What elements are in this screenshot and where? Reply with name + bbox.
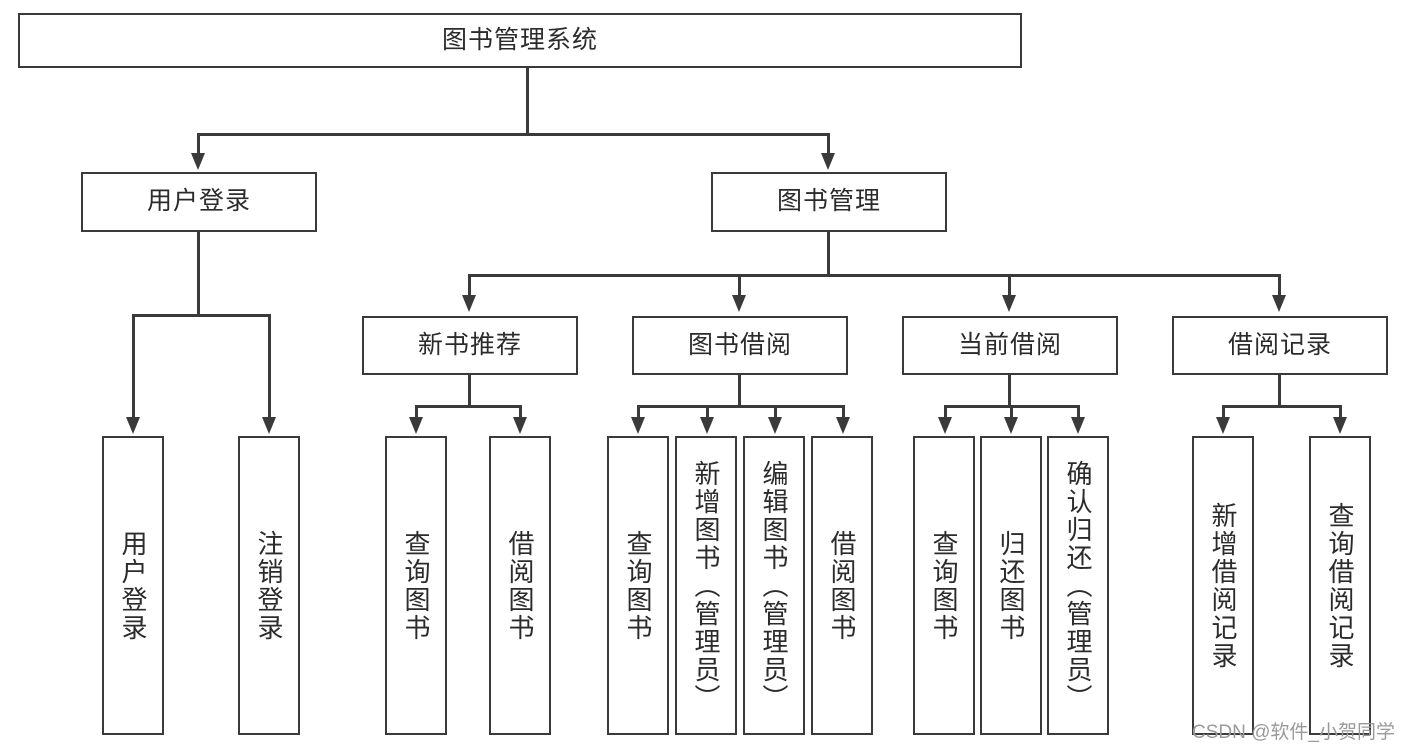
- connector-user-login-drop-1: [132, 314, 135, 418]
- arrowhead-book-borrow: [732, 295, 746, 312]
- node-book-borrow[interactable]: 图书借阅: [632, 316, 848, 375]
- node-label: 用户登录: [146, 187, 251, 216]
- node-label: 查询图书: [401, 529, 432, 642]
- connector-bm-drop-4: [1278, 274, 1281, 296]
- arrowhead-leaf-borrow-book-2: [836, 417, 850, 434]
- arrowhead-leaf-query-book-2: [631, 417, 645, 434]
- arrowhead-leaf-edit-book: [768, 417, 782, 434]
- arrowhead-to-book-management: [821, 153, 835, 170]
- connector-nbr-drop-1: [415, 405, 418, 418]
- connector-book-management-stem: [827, 232, 830, 276]
- connector-bb-bus: [637, 405, 843, 408]
- node-label: 查询借阅记录: [1325, 501, 1356, 670]
- node-label: 新增图书（管理员）: [691, 459, 722, 712]
- node-label: 借阅图书: [505, 529, 536, 642]
- connector-bb-drop-4: [842, 405, 845, 418]
- connector-root-stem: [526, 68, 529, 134]
- connector-bm-drop-3: [1008, 274, 1011, 296]
- arrowhead-new-book-recommend: [462, 295, 476, 312]
- node-label: 查询图书: [929, 529, 960, 642]
- connector-to-book-management: [827, 133, 830, 155]
- arrowhead-leaf-user-login: [126, 417, 140, 434]
- arrowhead-leaf-add-book: [700, 417, 714, 434]
- connector-cb-stem: [1008, 375, 1011, 407]
- node-label: 图书借阅: [687, 330, 792, 359]
- node-label: 查询图书: [623, 529, 654, 642]
- node-new-book-recommend[interactable]: 新书推荐: [362, 316, 578, 375]
- leaf-add-record[interactable]: 新增借阅记录: [1192, 436, 1254, 735]
- leaf-query-book-2[interactable]: 查询图书: [607, 436, 669, 735]
- node-label: 编辑图书（管理员）: [759, 459, 790, 712]
- arrowhead-to-user-login: [191, 153, 205, 170]
- connector-book-management-bus: [468, 274, 1280, 277]
- node-label: 图书管理系统: [441, 25, 598, 54]
- connector-br-bus: [1222, 405, 1340, 408]
- arrowhead-borrow-record: [1272, 295, 1286, 312]
- connector-cb-drop-1: [944, 405, 947, 418]
- connector-bb-drop-3: [774, 405, 777, 418]
- node-label: 当前借阅: [957, 330, 1062, 359]
- connector-user-login-bus: [132, 314, 270, 317]
- node-current-borrow[interactable]: 当前借阅: [902, 316, 1118, 375]
- node-label: 归还图书: [996, 529, 1027, 642]
- leaf-add-book[interactable]: 新增图书（管理员）: [675, 436, 737, 735]
- leaf-query-book-1[interactable]: 查询图书: [385, 436, 447, 735]
- arrowhead-leaf-add-record: [1216, 417, 1230, 434]
- connector-br-stem: [1278, 375, 1281, 407]
- arrowhead-leaf-user-logout: [262, 417, 276, 434]
- csdn-watermark: CSDN @软件_小贺同学: [1192, 722, 1395, 743]
- leaf-edit-book[interactable]: 编辑图书（管理员）: [743, 436, 805, 735]
- connector-br-drop-1: [1222, 405, 1225, 418]
- leaf-query-record[interactable]: 查询借阅记录: [1309, 436, 1371, 735]
- node-user-login[interactable]: 用户登录: [81, 172, 317, 232]
- leaf-return-book[interactable]: 归还图书: [980, 436, 1042, 735]
- connector-bb-stem: [738, 375, 741, 407]
- leaf-borrow-book-1[interactable]: 借阅图书: [489, 436, 551, 735]
- node-label: 借阅图书: [827, 529, 858, 642]
- connector-nbr-stem: [468, 375, 471, 407]
- leaf-confirm-return[interactable]: 确认归还（管理员）: [1047, 436, 1109, 735]
- leaf-borrow-book-2[interactable]: 借阅图书: [811, 436, 873, 735]
- node-label: 确认归还（管理员）: [1063, 459, 1094, 712]
- arrowhead-leaf-borrow-book-1: [513, 417, 527, 434]
- connector-cb-drop-3: [1077, 405, 1080, 418]
- leaf-query-book-3[interactable]: 查询图书: [913, 436, 975, 735]
- arrowhead-leaf-return-book: [1004, 417, 1018, 434]
- node-borrow-record[interactable]: 借阅记录: [1172, 316, 1388, 375]
- connector-root-bus: [197, 133, 829, 136]
- node-book-management[interactable]: 图书管理: [711, 172, 947, 232]
- node-label: 新书推荐: [417, 330, 522, 359]
- connector-bm-drop-1: [468, 274, 471, 296]
- connector-bm-drop-2: [738, 274, 741, 296]
- leaf-user-logout[interactable]: 注销登录: [238, 436, 300, 735]
- leaf-user-login[interactable]: 用户登录: [102, 436, 164, 735]
- node-book-management-system[interactable]: 图书管理系统: [18, 13, 1022, 68]
- node-label: 用户登录: [118, 529, 149, 642]
- connector-bb-drop-2: [706, 405, 709, 418]
- arrowhead-leaf-confirm-return: [1071, 417, 1085, 434]
- connector-nbr-drop-2: [519, 405, 522, 418]
- arrowhead-leaf-query-book-1: [409, 417, 423, 434]
- node-label: 借阅记录: [1227, 330, 1332, 359]
- arrowhead-leaf-query-book-3: [938, 417, 952, 434]
- connector-cb-drop-2: [1010, 405, 1013, 418]
- node-label: 新增借阅记录: [1208, 501, 1239, 670]
- node-label: 图书管理: [776, 187, 881, 216]
- node-label: 注销登录: [254, 529, 285, 642]
- connector-nbr-bus: [415, 405, 521, 408]
- connector-bb-drop-1: [637, 405, 640, 418]
- arrowhead-current-borrow: [1002, 295, 1016, 312]
- connector-user-login-drop-2: [268, 314, 271, 418]
- connector-to-user-login: [197, 133, 200, 155]
- connector-br-drop-2: [1339, 405, 1342, 418]
- connector-user-login-stem: [197, 232, 200, 316]
- arrowhead-leaf-query-record: [1333, 417, 1347, 434]
